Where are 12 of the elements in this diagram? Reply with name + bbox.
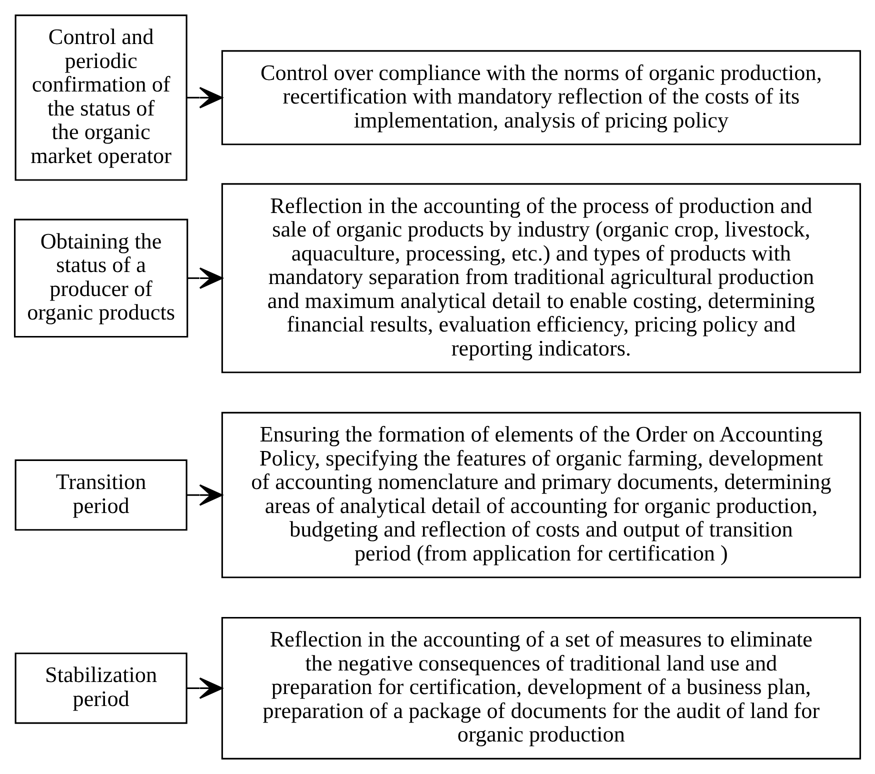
arrow — [186, 484, 223, 506]
arrow — [186, 86, 223, 108]
node-box: Transition period — [14, 459, 188, 531]
node-box: Obtaining the status of a producer of organic products — [14, 218, 188, 338]
node-box: Stabilization period — [14, 652, 188, 724]
node-box: Ensuring the formation of elements of the Order on Accounting Policy, specifying the features of organic farming, development of accounting nomenclature and primary documents, determining areas of analytical detail of accounting for organic production, budgeting and reflection of costs and output of transition period (from application for certification ) — [221, 412, 862, 578]
node-box: Control over compliance with the norms of organic production, recertification with mandatory reflection of the costs of its implementation, analysis of pricing policy — [221, 50, 862, 146]
arrow — [186, 677, 223, 699]
node-box: Reflection in the accounting of the process of production and sale of organic products by industry (organic crop, livestock, aquaculture, processing, etc.) and types of products with mandatory separation from traditional agricultural production and maximum analytical detail to enable costing, determining financial results, evaluation efficiency, pricing policy and reporting indicators. — [221, 183, 862, 374]
arrow — [187, 267, 223, 289]
node-box: Reflection in the accounting of a set of measures to eliminate the negative consequences of traditional land use and preparation for certification, development of a business plan, preparation of a package of documents for the audit of land for organic production — [221, 616, 862, 760]
node-box: Control and periodic confirmation of the status of the organic market operator — [14, 14, 188, 181]
